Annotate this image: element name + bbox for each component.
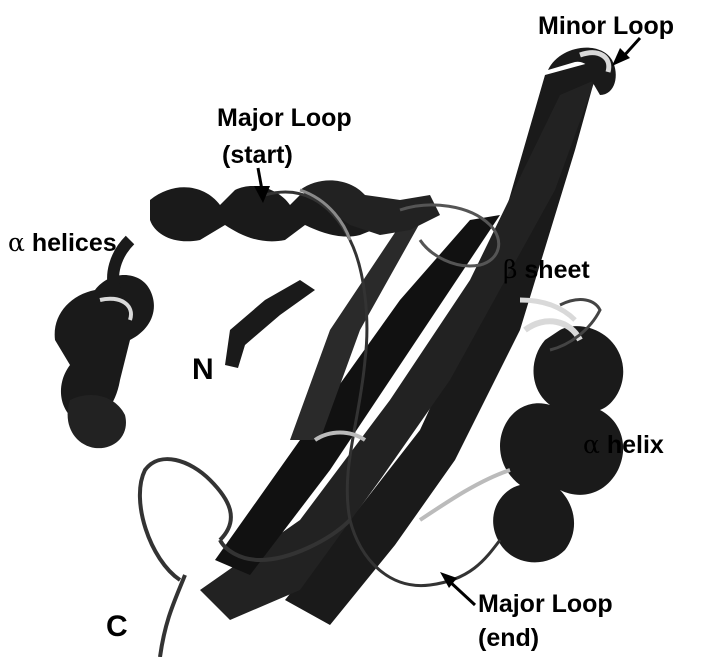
n-terminus-strand [225, 280, 315, 368]
label-major-loop-start-line1: Major Loop [217, 104, 352, 133]
arrow-minor-loop [612, 38, 640, 66]
label-helices-text: helices [32, 229, 117, 257]
label-alpha-helices: α helices [8, 228, 117, 258]
label-n-terminus: N [192, 354, 214, 386]
label-alpha-helix: α helix [583, 430, 664, 460]
beta-symbol: β [503, 255, 517, 284]
label-major-loop-end-line2: (end) [478, 624, 539, 653]
label-beta-sheet: β sheet [503, 255, 590, 285]
label-helix-text: helix [607, 431, 664, 459]
label-c-terminus: C [106, 611, 128, 643]
alpha-symbol-right: α [583, 430, 600, 459]
label-major-loop-end-line1: Major Loop [478, 590, 613, 619]
label-minor-loop: Minor Loop [538, 12, 674, 41]
alpha-symbol: α [8, 228, 25, 257]
helix-left-lower [68, 395, 126, 448]
c-terminus-coil [160, 575, 185, 657]
label-sheet-text: sheet [524, 256, 589, 284]
label-major-loop-start-line2: (start) [222, 141, 293, 170]
lower-left-coil [140, 459, 231, 580]
